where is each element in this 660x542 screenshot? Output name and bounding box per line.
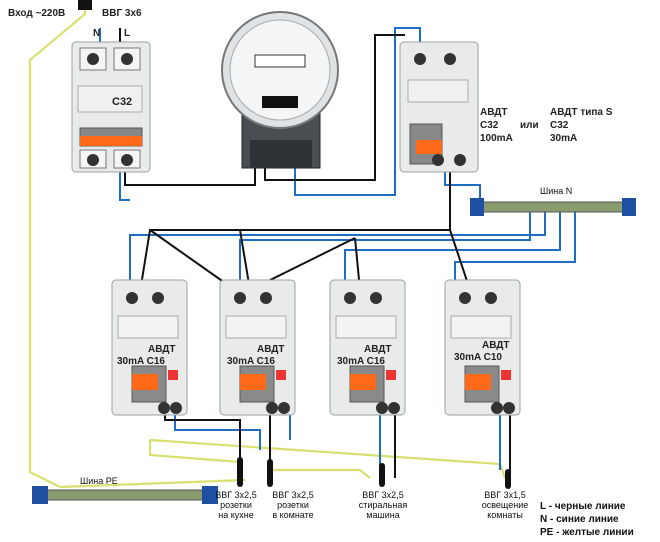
terminal-screw (234, 292, 246, 304)
n-mark: N (93, 28, 101, 39)
rcbo-body (219, 279, 296, 416)
cable-lighting-purpose-1: освещение (481, 500, 529, 510)
cable-sheaths (237, 457, 511, 489)
rcbo-main-right-line-1: АВДТ типа S (550, 107, 613, 118)
cable-lighting-purpose-2: комнаты (487, 510, 523, 520)
terminal-screw (170, 402, 182, 414)
rcbo-main-or: или (520, 120, 539, 131)
terminal-screw (370, 292, 382, 304)
terminal-screw (260, 292, 272, 304)
rcbo-1-rating: 30mA C16 (117, 356, 165, 367)
cable-washer-type: ВВГ 3х2,5 (362, 490, 404, 500)
input-cable-label: ВВГ 3х6 (102, 8, 142, 19)
rcbo-1-title: АВДТ (148, 344, 176, 355)
rcbo-body (329, 279, 406, 416)
bus-pe-label: Шина PE (80, 476, 118, 486)
rcbo-main-title-left: АВДТ С32 100mA (480, 106, 513, 145)
terminal-screw (278, 402, 290, 414)
l-mark: L (124, 28, 131, 39)
input-terminal (78, 0, 92, 10)
cable-room-purpose-2: в комнате (272, 510, 314, 520)
rcbo-main-right-line-3: 30mA (550, 133, 578, 144)
rcbo-main-left-line-1: АВДТ (480, 107, 508, 118)
rcbo-module-2 (219, 279, 296, 416)
input-label: Вход ~220В (8, 8, 66, 19)
terminal-screw (158, 402, 170, 414)
rcbo-4-title: АВДТ (482, 340, 510, 351)
rcbo-3-title: АВДТ (364, 344, 392, 355)
terminal-screw (491, 402, 503, 414)
cable-room-type: ВВГ 3х2,5 (272, 490, 314, 500)
rcbo-label-plate (450, 315, 512, 339)
bus-n (470, 198, 636, 216)
main-breaker (71, 41, 151, 173)
terminal-screw (459, 292, 471, 304)
test-button (276, 370, 286, 380)
rcbo-3-rating: 30mA C16 (337, 356, 385, 367)
rcbo-main-left-line-2: С32 (480, 120, 499, 131)
cable-room-purpose-1: розетки (277, 500, 309, 510)
terminal-screw (388, 402, 400, 414)
rcbo-label-plate (225, 315, 287, 339)
legend-n: N - синие линие (540, 514, 619, 525)
cable-kitchen-type: ВВГ 3х2,5 (215, 490, 257, 500)
rcbo-handle (465, 374, 491, 390)
cable-kitchen-purpose-1: розетки (220, 500, 252, 510)
rcbo-body (111, 279, 188, 416)
rcbo-label-plate (335, 315, 397, 339)
legend: L - черные линие N - синие линие PE - же… (540, 500, 634, 539)
n-wires (99, 27, 576, 470)
main-breaker-rating: C32 (112, 96, 133, 108)
rcbo-group (111, 279, 521, 416)
cable-label-lighting: ВВГ 3х1,5 освещение комнаты (472, 490, 538, 520)
rcbo-main-right-line-2: С32 (550, 120, 569, 131)
test-button (168, 370, 178, 380)
rcbo-handle (240, 374, 266, 390)
terminal-screw (344, 292, 356, 304)
cable-washer-purpose-2: машина (366, 510, 400, 520)
terminal-screw (485, 292, 497, 304)
terminal-screw (126, 292, 138, 304)
bus-n-label: Шина N (540, 186, 573, 196)
rcbo-4-rating: 30mA C10 (454, 352, 502, 363)
main-rcbo (399, 41, 479, 173)
rcbo-label-plate (117, 315, 179, 339)
rcbo-2-rating: 30mA C16 (227, 356, 275, 367)
cable-lighting-type: ВВГ 3х1,5 (484, 490, 526, 500)
legend-pe: PE - желтые линии (540, 527, 634, 538)
cable-label-kitchen: ВВГ 3х2,5 розетки на кухне (205, 490, 267, 520)
electric-meter (221, 11, 339, 169)
rcbo-handle (132, 374, 158, 390)
terminal-screw (152, 292, 164, 304)
rcbo-handle (350, 374, 376, 390)
terminal-screw (503, 402, 515, 414)
bus-pe (32, 486, 218, 504)
rcbo-2-title: АВДТ (257, 344, 285, 355)
l-wires (119, 28, 511, 478)
cable-label-washer: ВВГ 3х2,5 стиральная машина (350, 490, 416, 520)
rcbo-module-3 (329, 279, 406, 416)
rcbo-module-4 (444, 279, 521, 416)
terminal-screw (266, 402, 278, 414)
test-button (386, 370, 396, 380)
terminal-screw (376, 402, 388, 414)
rcbo-body (444, 279, 521, 416)
cable-label-room: ВВГ 3х2,5 розетки в комнате (262, 490, 324, 520)
test-button (501, 370, 511, 380)
cable-washer-purpose-1: стиральная (358, 500, 408, 510)
rcbo-main-title-right: АВДТ типа S С32 30mA (550, 106, 612, 145)
rcbo-module-1 (111, 279, 188, 416)
cable-kitchen-purpose-2: на кухне (218, 510, 254, 520)
rcbo-main-left-line-3: 100mA (480, 133, 513, 144)
legend-l: L - черные линие (540, 501, 626, 512)
